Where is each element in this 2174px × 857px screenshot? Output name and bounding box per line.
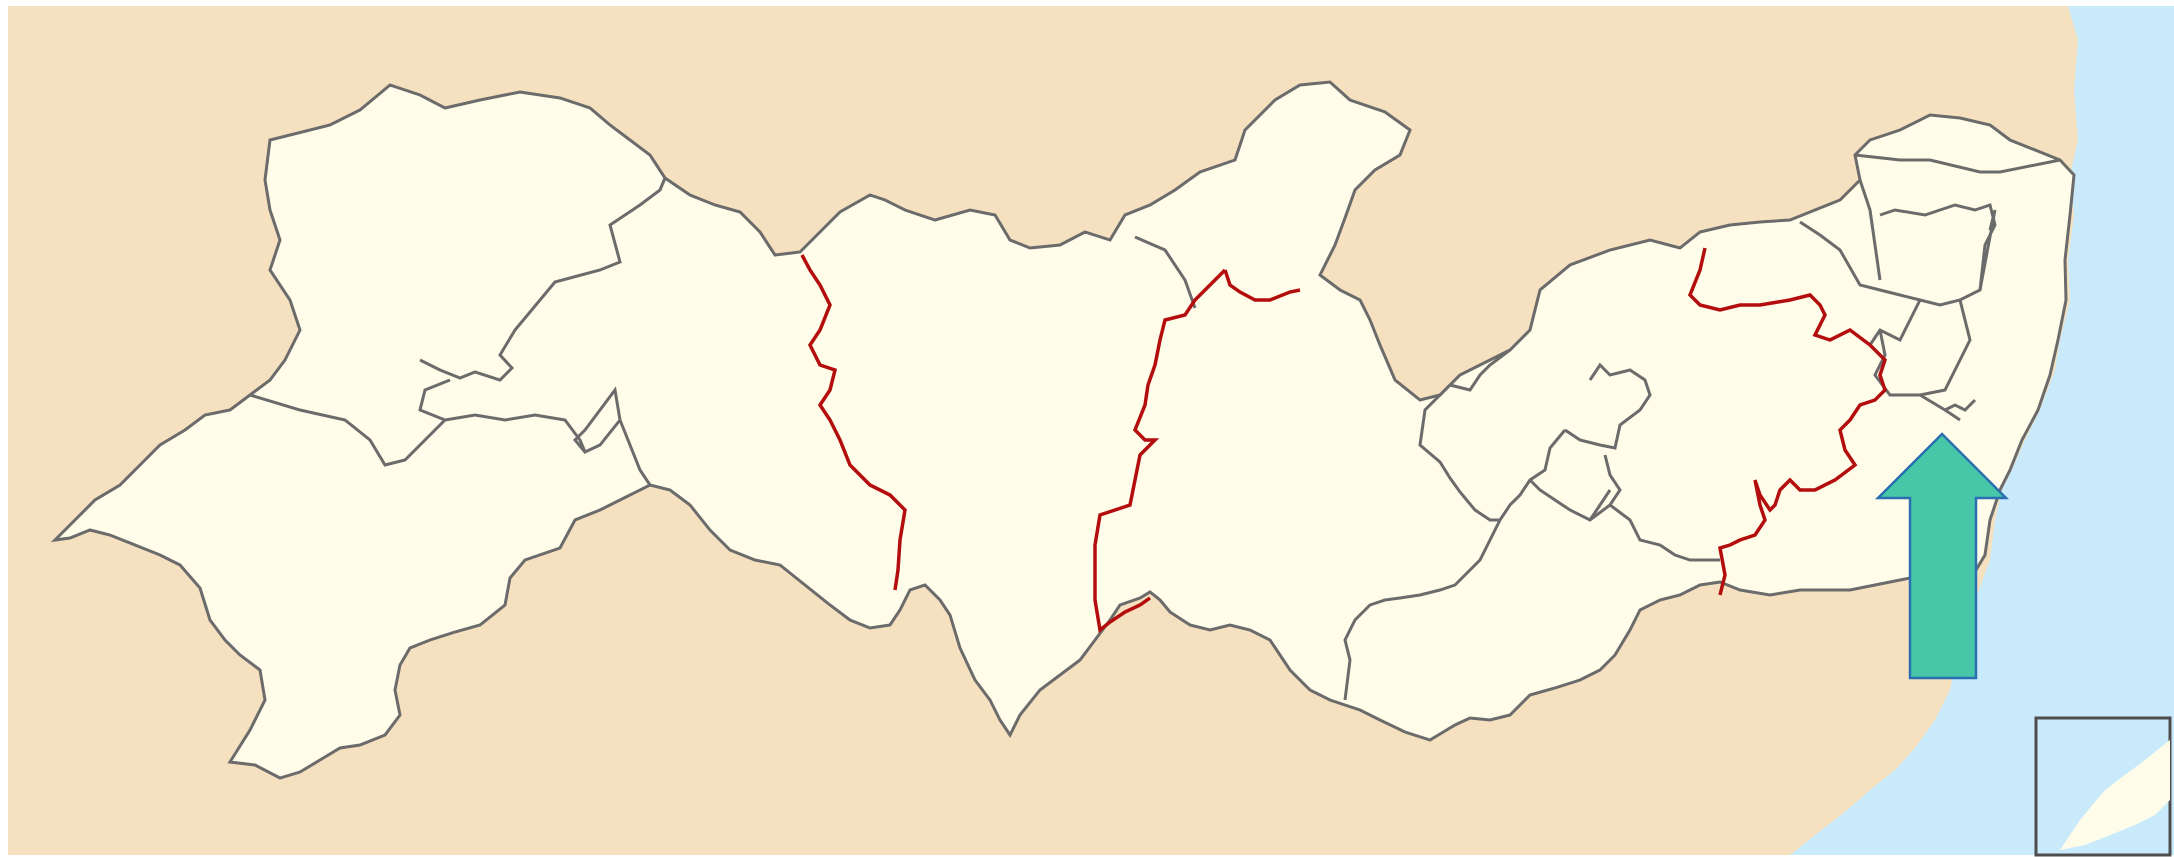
highlighted-borders <box>800 247 1888 634</box>
inset-locator <box>2034 716 2172 857</box>
inset-land <box>2060 740 2170 850</box>
internal-borders <box>249 153 2061 701</box>
region-land <box>50 80 2076 780</box>
pointer-arrow <box>1874 432 2010 680</box>
ocean <box>1790 6 2174 855</box>
arrow-up-icon <box>1874 432 2010 680</box>
